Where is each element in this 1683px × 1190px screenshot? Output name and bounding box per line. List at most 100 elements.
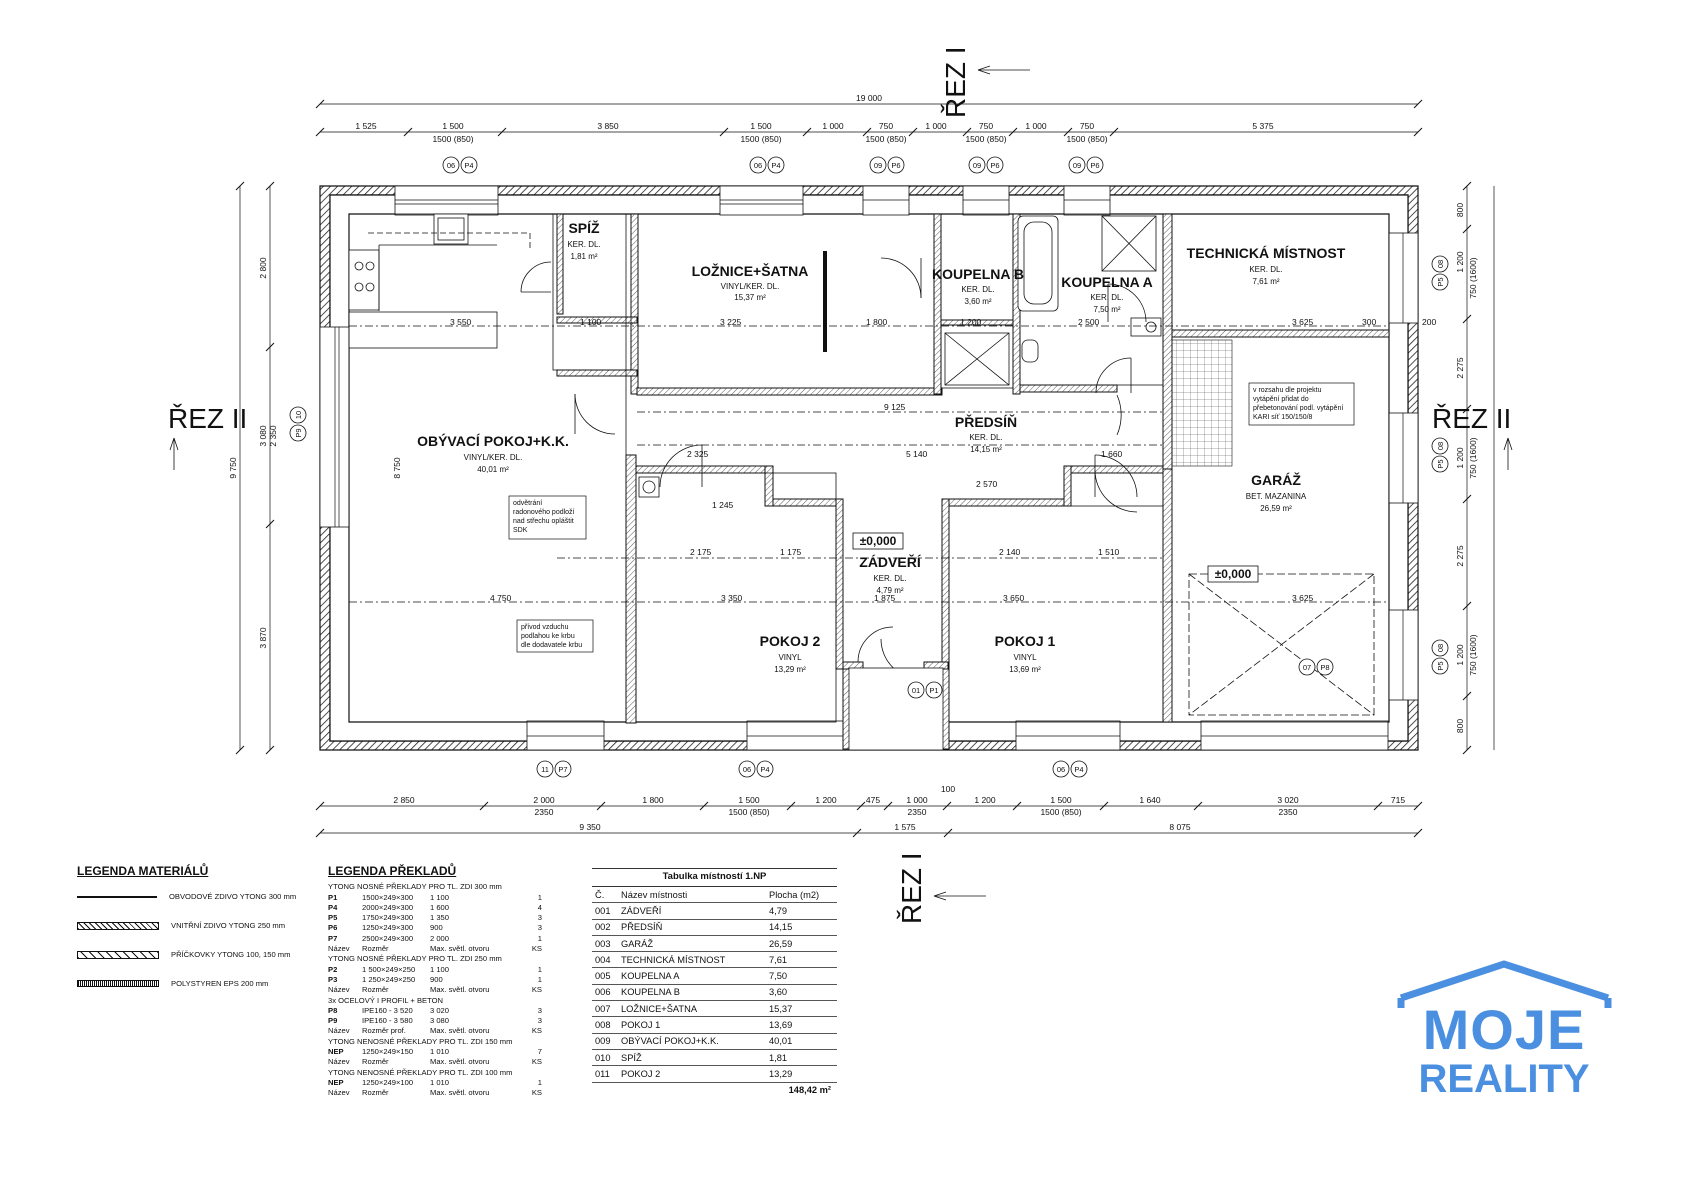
svg-text:P6: P6 <box>891 161 900 170</box>
section-rez2-left: ŘEZ II <box>168 403 247 434</box>
room-name-spiz: SPÍŽ <box>568 219 600 236</box>
dim-bottom-total-1: 9 350 <box>579 822 601 832</box>
dim-bottom-sub-4: 1500 (850) <box>1040 807 1081 817</box>
room-floor-koupelna-a: KER. DL. <box>1090 293 1123 302</box>
legend-lintels: LEGENDA PŘEKLADŮ YTONG NOSNÉ PŘEKLADY PR… <box>328 864 568 1099</box>
dimension-lines <box>239 103 1495 834</box>
top-dimensions: 19 000 1 525 1 500 3 850 1 500 1 000 750… <box>355 93 1274 144</box>
dim-bottom-9: 1 500 <box>1050 795 1072 805</box>
svg-text:P4: P4 <box>464 161 473 170</box>
room-name-pokoj2: POKOJ 2 <box>760 633 821 649</box>
dim-int-1875: 1 875 <box>874 593 896 603</box>
svg-text:09: 09 <box>1073 161 1081 170</box>
legend-lintels-title: LEGENDA PŘEKLADŮ <box>328 864 457 878</box>
bottom-dimensions: 2 850 2 000 1 800 1 500 1 200 475 1 000 … <box>393 784 1405 832</box>
dim-inner-2350: 2 350 <box>268 425 278 447</box>
tag-09-p6-b <box>968 156 1004 174</box>
swatch-partition <box>77 950 159 959</box>
dim-top-sub-3: 1500 (850) <box>865 134 906 144</box>
dim-int-1175: 1 175 <box>780 547 802 557</box>
svg-text:08: 08 <box>1436 644 1445 652</box>
swatch-outer-wall <box>77 895 157 898</box>
dim-int-5140: 5 140 <box>906 449 928 459</box>
dim-top-1: 1 525 <box>355 121 377 131</box>
svg-text:06: 06 <box>1057 765 1065 774</box>
room-floor-loznice: VINYL/KER. DL. <box>721 282 780 291</box>
dim-top-4: 1 500 <box>750 121 772 131</box>
room-table-title: Tabulka místností 1.NP <box>592 868 837 887</box>
dim-int-9125: 9 125 <box>884 402 906 412</box>
dim-bottom-2: 2 000 <box>533 795 555 805</box>
dim-top-sub-2: 1500 (850) <box>740 134 781 144</box>
moje-reality-logo: MOJE REALITY <box>1397 958 1612 1108</box>
svg-text:06: 06 <box>447 161 455 170</box>
interior-walls <box>348 213 1390 750</box>
room-name-koupelna-a: KOUPELNA A <box>1061 274 1153 290</box>
swatch-polystyrene <box>77 980 159 988</box>
room-floor-koupelna-b: KER. DL. <box>961 285 994 294</box>
dim-top-6: 750 <box>879 121 893 131</box>
entrance-step <box>848 667 944 751</box>
dim-int-2325: 2 325 <box>687 449 709 459</box>
dim-top-11: 5 375 <box>1252 121 1274 131</box>
dim-int-3650: 3 650 <box>1003 593 1025 603</box>
dim-right-9: 750 (1600) <box>1468 634 1478 675</box>
dim-top-9: 1 000 <box>1025 121 1047 131</box>
dim-right-2: 1 200 <box>1455 251 1465 273</box>
level-zadveri: ±0,000 <box>860 534 897 548</box>
dim-bottom-1: 2 850 <box>393 795 415 805</box>
bathroom-fixtures <box>638 215 1162 498</box>
tag-10-p9 <box>289 406 307 442</box>
room-area-pokoj1: 13,69 m² <box>1009 665 1041 674</box>
note-radon-3: nad střechu opláštit <box>513 518 574 525</box>
legend-materials-title: LEGENDA MATERIÁLŮ <box>77 864 209 878</box>
dim-top-sub-5: 1500 (850) <box>1066 134 1107 144</box>
tag-01-p1 <box>907 681 943 699</box>
heating-mesh-area <box>1171 339 1233 467</box>
room-floor-zadveri: KER. DL. <box>873 574 906 583</box>
note-heating-4: KARI síť 150/150/8 <box>1253 414 1313 421</box>
note-heating-3: přebetonování podl. vytápění <box>1253 405 1343 412</box>
dim-bottom-3: 1 800 <box>642 795 664 805</box>
dim-int-1200: 1 200 <box>960 317 982 327</box>
room-floor-pokoj2: VINYL <box>778 653 802 662</box>
dim-top-3: 3 850 <box>597 121 619 131</box>
room-area-loznice: 15,37 m² <box>734 293 766 302</box>
svg-text:P5: P5 <box>1436 459 1445 468</box>
room-floor-predsin: KER. DL. <box>969 433 1002 442</box>
room-table-total: 148,42 m² <box>788 1084 831 1095</box>
dim-int-1510: 1 510 <box>1098 547 1120 557</box>
svg-text:08: 08 <box>1436 260 1445 268</box>
dim-bottom-sub-5: 2350 <box>1279 807 1298 817</box>
lintel-section: YTONG NENOSNÉ PŘEKLADY PRO TL. ZDI 150 m… <box>328 1036 542 1067</box>
svg-text:P9: P9 <box>294 428 303 437</box>
kitchen-fixtures <box>348 213 531 311</box>
dim-int-1660: 1 660 <box>1101 449 1123 459</box>
svg-text:06: 06 <box>743 765 751 774</box>
dim-bottom-8: 1 200 <box>974 795 996 805</box>
window-openings <box>319 185 1419 751</box>
room-name-zadveri: ZÁDVEŘÍ <box>859 553 922 570</box>
room-area-pokoj2: 13,29 m² <box>774 665 806 674</box>
svg-text:07: 07 <box>1303 663 1311 672</box>
room-floor-obyvaci: VINYL/KER. DL. <box>464 453 523 462</box>
dim-top-5: 1 000 <box>822 121 844 131</box>
dim-bottom-11: 3 020 <box>1277 795 1299 805</box>
svg-text:09: 09 <box>973 161 981 170</box>
dim-top-10: 750 <box>1080 121 1094 131</box>
note-heating-2: vytápění přidat do <box>1253 396 1309 403</box>
room-floor-pokoj1: VINYL <box>1013 653 1037 662</box>
legend-materials: LEGENDA MATERIÁLŮ OBVODOVÉ ZDIVO YTONG 3… <box>77 864 307 998</box>
svg-text:P4: P4 <box>771 161 780 170</box>
garage-beam <box>1188 573 1375 716</box>
dim-int-3625: 3 625 <box>1292 317 1314 327</box>
dim-int-1100: 1 100 <box>580 317 602 327</box>
dim-bottom-4: 1 500 <box>738 795 760 805</box>
